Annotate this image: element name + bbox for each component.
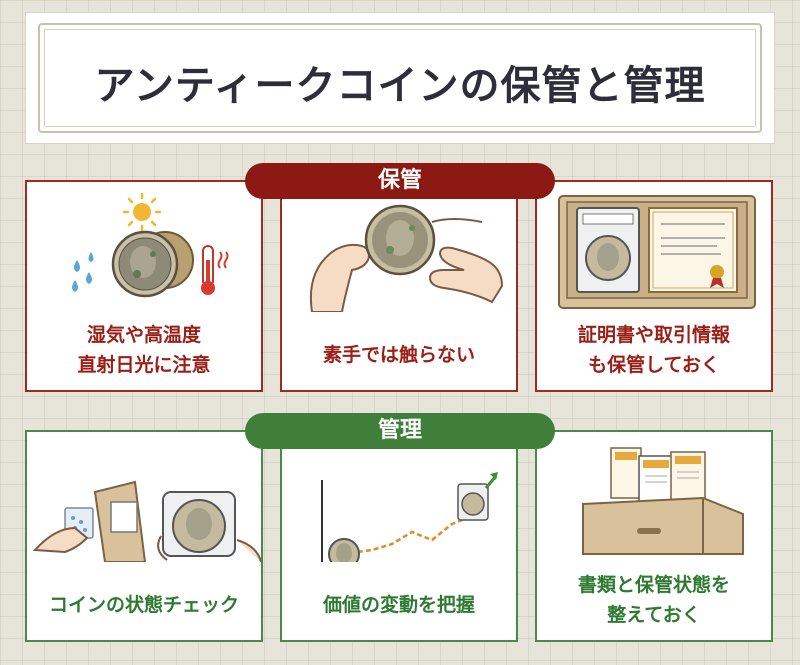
document-drawer-icon — [582, 447, 744, 555]
section-label-management: 管理 — [245, 413, 555, 449]
card-caption-line1: 湿気や高温度 — [86, 324, 201, 346]
title-frame — [38, 23, 762, 133]
section-label-storage: 保管 — [245, 163, 555, 199]
card-caption-line2: 整えておく — [607, 604, 701, 626]
card-caption-line1: 素手では触らない — [322, 344, 475, 366]
card-condition-check: コインの状態チェック — [25, 430, 263, 642]
title-banner: アンティークコインの保管と管理 — [25, 12, 775, 144]
card-no-bare-hands: 素手では触らない — [280, 180, 518, 392]
card-humidity-heat-sunlight: 湿気や高温度 直射日光に注意 — [25, 180, 263, 392]
hand-holding-coin-icon — [309, 204, 504, 312]
card-caption-line2: 直射日光に注意 — [77, 354, 211, 376]
card-organize-documents: 書類と保管状態を 整えておく — [535, 430, 773, 642]
title-inner-frame — [44, 29, 756, 127]
coin-case-check-icon — [32, 480, 261, 562]
card-caption-line1: 証明書や取引情報 — [577, 324, 730, 346]
card-caption-line1: 書類と保管状態を — [577, 574, 730, 596]
card-keep-certificates: 証明書や取引情報 も保管しておく — [535, 180, 773, 392]
card-caption-line1: 価値の変動を把握 — [322, 594, 475, 616]
card-value-tracking: 価値の変動を把握 — [280, 430, 518, 642]
value-chart-icon — [321, 472, 498, 562]
page-title: アンティークコインの保管と管理 — [94, 63, 706, 109]
card-caption-line1: コインの状態チェック — [48, 594, 239, 616]
certificate-box-icon — [558, 195, 756, 309]
coin-weather-icon — [72, 192, 229, 298]
card-caption-line2: も保管しておく — [588, 354, 720, 376]
